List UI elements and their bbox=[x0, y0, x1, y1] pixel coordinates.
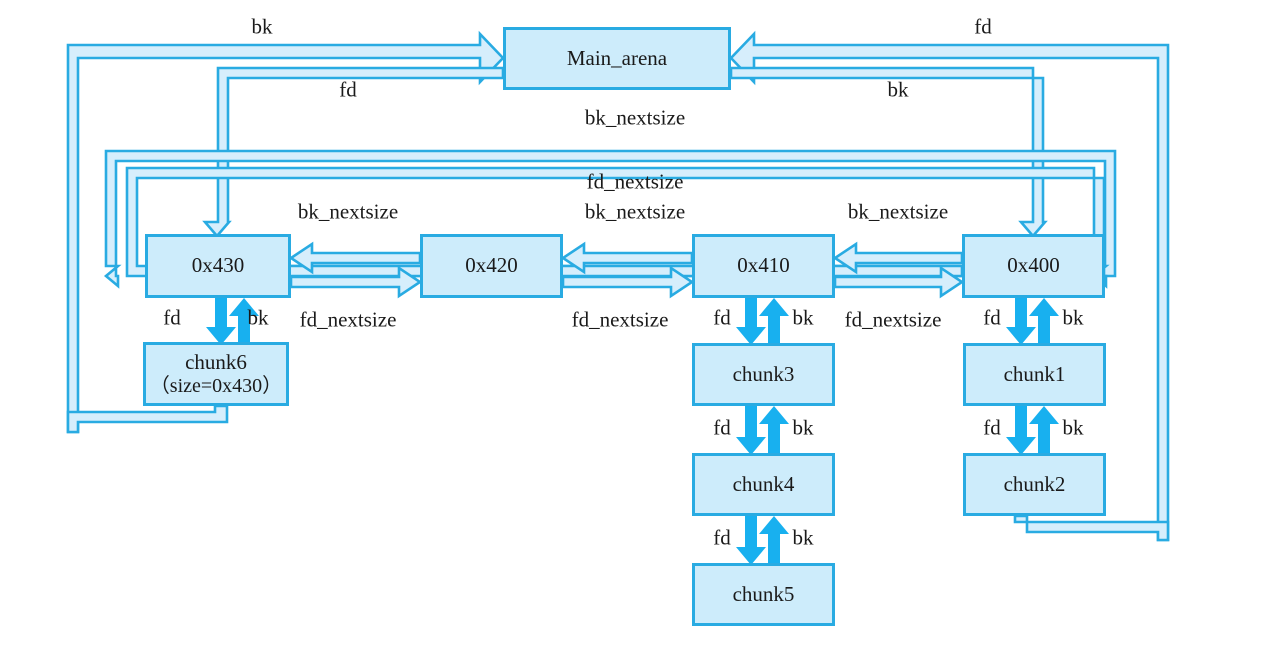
edge-chunk2-fd-tail bbox=[1013, 514, 1170, 542]
arrow-bk-chunk4-chunk3 bbox=[759, 406, 789, 455]
edge-label-fd-chunk3: fd bbox=[713, 415, 731, 440]
edge-label-fd-nextsize-410: fd_nextsize bbox=[844, 307, 942, 332]
edge-label-fd-top-right: fd bbox=[974, 14, 992, 39]
edge-fd-arena-to-430 bbox=[202, 66, 505, 238]
edge-bk-nextsize-410-420 bbox=[560, 241, 694, 275]
node-label: chunk4 bbox=[732, 471, 795, 496]
edge-label-bk-nextsize-410: bk_nextsize bbox=[847, 199, 949, 224]
edge-label-fd-chunk4: fd bbox=[713, 525, 731, 550]
node-chunk6[interactable]: chunk6 （size=0x430） bbox=[143, 342, 289, 406]
tail-routing-group bbox=[66, 404, 1170, 542]
edge-label-fd-top-left: fd bbox=[339, 77, 357, 102]
edge-label-bk-nextsize-arena: bk_nextsize bbox=[584, 105, 686, 130]
node-label: 0x430 bbox=[191, 253, 245, 278]
edge-label-fd-nextsize-420: fd_nextsize bbox=[571, 307, 669, 332]
arrow-fd-chunk3-chunk4 bbox=[736, 406, 766, 455]
node-bin-0x400[interactable]: 0x400 bbox=[962, 234, 1105, 298]
edge-label-bk-nextsize-430: bk_nextsize bbox=[297, 199, 399, 224]
node-chunk3[interactable]: chunk3 bbox=[692, 343, 835, 406]
node-bin-0x420[interactable]: 0x420 bbox=[420, 234, 563, 298]
arrow-fd-chunk4-chunk5 bbox=[736, 516, 766, 565]
node-label: chunk6 bbox=[185, 350, 247, 375]
arrow-bk-chunk6-430 bbox=[229, 298, 259, 345]
edge-bk-nextsize-400-410 bbox=[832, 241, 964, 275]
edge-fd-nextsize-420-410 bbox=[561, 265, 695, 299]
node-chunk4[interactable]: chunk4 bbox=[692, 453, 835, 516]
edge-label-bk-430: bk bbox=[247, 305, 269, 330]
edge-label-bk-chunk4: bk bbox=[792, 525, 814, 550]
arrow-fd-430-chunk6 bbox=[206, 298, 236, 345]
arrow-fd-410-chunk3 bbox=[736, 298, 766, 345]
edge-label-fd-410: fd bbox=[713, 305, 731, 330]
node-chunk1[interactable]: chunk1 bbox=[963, 343, 1106, 406]
arrow-bk-chunk5-chunk4 bbox=[759, 516, 789, 565]
edge-label-fd-nextsize-mid: fd_nextsize bbox=[586, 169, 684, 194]
node-label: chunk5 bbox=[732, 581, 795, 606]
node-label: chunk1 bbox=[1003, 361, 1066, 386]
edge-label-fd-400: fd bbox=[983, 305, 1001, 330]
edge-label-bk-410: bk bbox=[792, 305, 814, 330]
edge-label-bk-nextsize-420: bk_nextsize bbox=[584, 199, 686, 224]
edge-label-fd-chunk1: fd bbox=[983, 415, 1001, 440]
edge-chunk6-fd-tail bbox=[66, 404, 229, 434]
node-label: 0x400 bbox=[1007, 253, 1060, 278]
edge-label-fd-nextsize-430: fd_nextsize bbox=[299, 307, 397, 332]
edge-label-bk-top-right: bk bbox=[887, 77, 909, 102]
node-label: chunk2 bbox=[1003, 471, 1066, 496]
edge-label-bk-chunk1: bk bbox=[1062, 415, 1084, 440]
edge-label-bk-400: bk bbox=[1062, 305, 1084, 330]
node-bin-0x430[interactable]: 0x430 bbox=[145, 234, 291, 298]
node-main-arena[interactable]: Main_arena bbox=[503, 27, 731, 90]
arrow-bk-chunk3-410 bbox=[759, 298, 789, 345]
arrow-fd-chunk1-chunk2 bbox=[1006, 406, 1036, 455]
arrow-bk-chunk1-400 bbox=[1029, 298, 1059, 345]
arrow-bk-chunk2-chunk1 bbox=[1029, 406, 1059, 455]
node-label: chunk3 bbox=[732, 361, 795, 386]
node-bin-0x410[interactable]: 0x410 bbox=[692, 234, 835, 298]
edge-bk-arena-to-400 bbox=[729, 66, 1048, 238]
node-label: Main_arena bbox=[566, 45, 668, 70]
edge-label-bk-top-left: bk bbox=[251, 14, 273, 39]
edge-fd-nextsize-430-420 bbox=[289, 265, 423, 299]
node-label: 0x420 bbox=[465, 253, 518, 278]
node-label: 0x410 bbox=[737, 253, 790, 278]
solid-connector-group bbox=[206, 298, 1059, 565]
arrow-fd-400-chunk1 bbox=[1006, 298, 1036, 345]
edge-label-bk-chunk3: bk bbox=[792, 415, 814, 440]
edge-fd-nextsize-410-400 bbox=[833, 265, 965, 299]
node-sublabel: （size=0x430） bbox=[149, 374, 283, 397]
node-chunk5[interactable]: chunk5 bbox=[692, 563, 835, 626]
edge-bk-nextsize-420-430 bbox=[288, 241, 422, 275]
edge-label-fd-430: fd bbox=[163, 305, 181, 330]
node-chunk2[interactable]: chunk2 bbox=[963, 453, 1106, 516]
